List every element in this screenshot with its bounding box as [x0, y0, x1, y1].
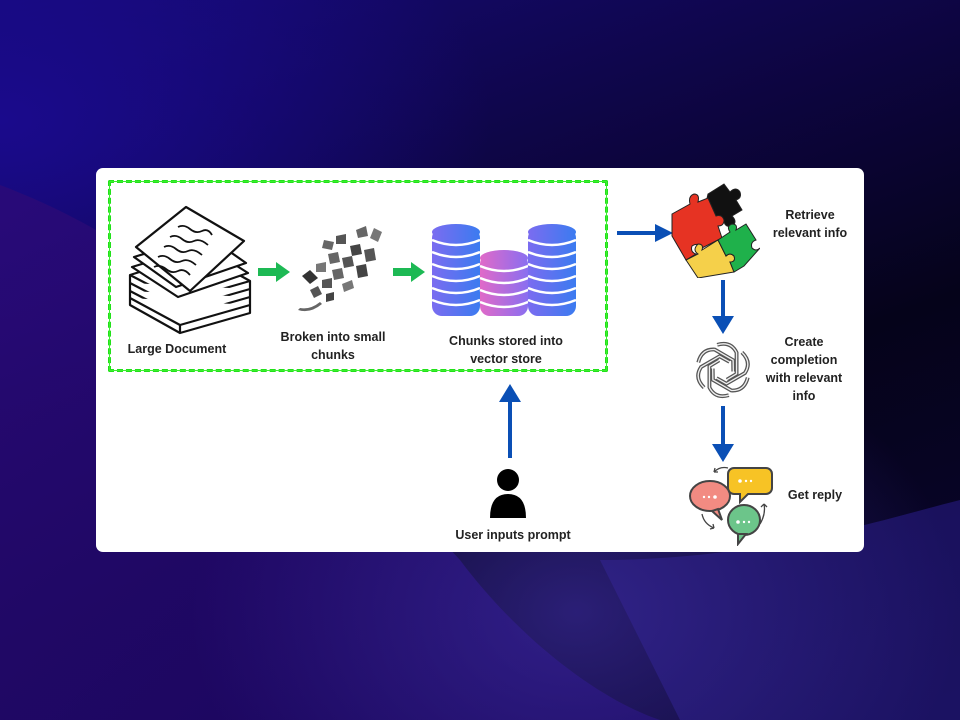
puzzle-icon: [671, 183, 760, 278]
step-label-reply: Get reply: [787, 488, 843, 502]
step-label-vector-store: Chunks stored into vector store: [432, 332, 580, 368]
label-line: relevant info: [772, 226, 848, 240]
label-line: Broken into small: [280, 330, 386, 344]
step-label-retrieve: Retrieve relevant info: [762, 206, 858, 242]
arrow-right-icon: [617, 224, 673, 242]
document-stack-icon: [128, 205, 252, 335]
label-line: info: [792, 389, 816, 403]
ingestion-group-border: [108, 180, 608, 372]
arrow-right-icon: [393, 262, 425, 282]
arrow-down-icon: [712, 280, 734, 334]
step-label-large-document: Large Document: [127, 342, 227, 356]
label-line: with relevant: [765, 371, 843, 385]
step-label-chunks: Broken into small chunks: [266, 328, 400, 364]
arrow-up-icon: [499, 384, 521, 458]
user-icon: [490, 469, 526, 518]
step-label-user-prompt: User inputs prompt: [455, 528, 571, 542]
arrow-right-icon: [258, 262, 290, 282]
label-line: chunks: [311, 348, 355, 362]
label-line: Create: [784, 335, 824, 349]
label-line: Chunks stored into: [449, 334, 563, 348]
label-line: Retrieve: [785, 208, 835, 222]
paper-fragments-icon: [298, 226, 382, 312]
label-line: vector store: [470, 352, 542, 366]
arrow-down-icon: [712, 406, 734, 462]
step-label-completion: Create completion with relevant info: [756, 333, 852, 405]
chat-bubbles-icon: [689, 466, 773, 546]
label-line: completion: [770, 353, 838, 367]
database-stack-icon: [431, 224, 577, 316]
openai-logo-icon: [692, 341, 754, 399]
